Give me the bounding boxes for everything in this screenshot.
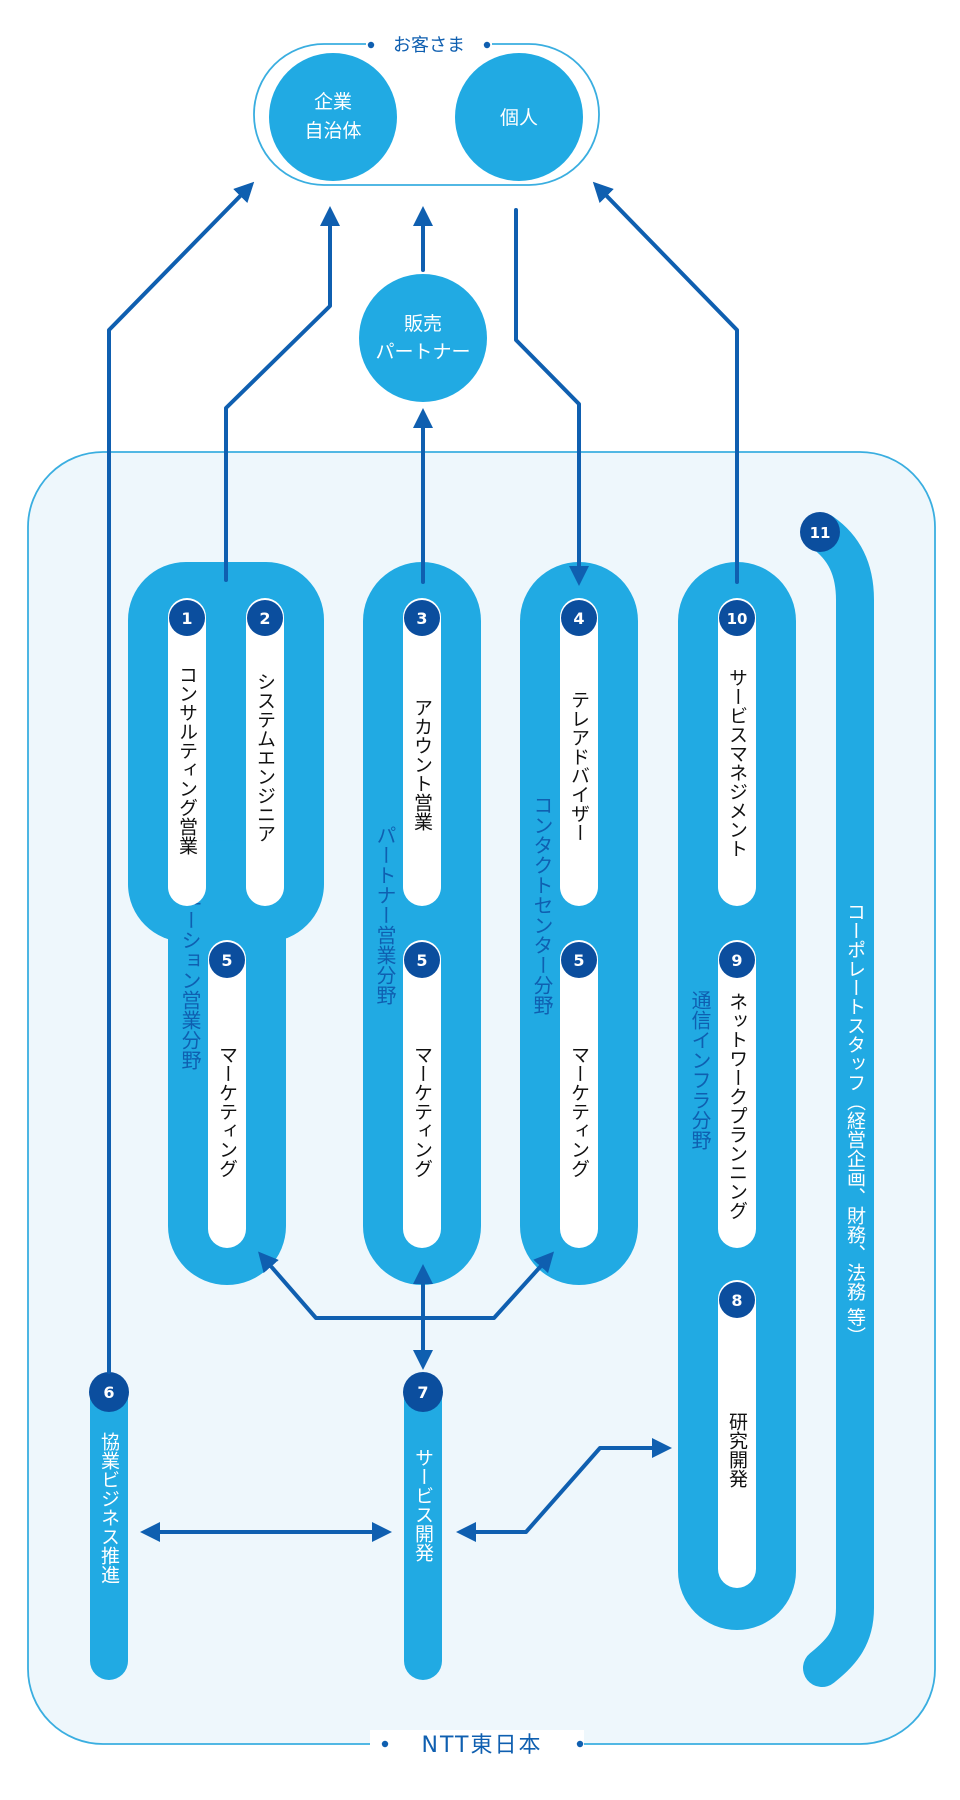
role-7-track: [404, 1375, 442, 1680]
role-3-track: [403, 598, 441, 906]
role-7-badge: [403, 1372, 443, 1412]
role-7-number: 7: [417, 1383, 428, 1402]
role-1-track: [168, 598, 206, 906]
role-8-number: 8: [731, 1291, 742, 1310]
enterprise-label-line1: 企業: [314, 91, 352, 113]
customers-title-bg: [366, 34, 492, 56]
role-2-label: システムエンジニア: [254, 672, 276, 843]
role-6-track: [90, 1375, 128, 1680]
partner-field-pill: [363, 562, 481, 1285]
connectors: [107, 181, 739, 1542]
contact-field-label: コンタクトセンター分野: [530, 795, 554, 1015]
contact-field: コンタクトセンター分野 4 テレアドバイザー 5 マーケティング: [520, 562, 638, 1285]
arrow-1-2-to-enterprise: [224, 206, 340, 582]
role-5c-track: [560, 940, 598, 1248]
customers-title-dot-right: [483, 41, 491, 49]
customers-title: お客さま: [393, 35, 465, 56]
role-2-track: [246, 598, 284, 906]
role-5a-label: マーケティング: [216, 1045, 238, 1178]
arrow-10-to-individual: [592, 181, 739, 584]
role-9-label: ネットワークプランニング: [726, 992, 748, 1220]
role-5b-badge: [404, 942, 440, 978]
solution-field: ソリューション営業分野 1 コンサルティング営業 2 システムエンジニア 5 マ…: [128, 562, 324, 1285]
company-name-dot-left: [381, 1740, 389, 1748]
partner-group: 販売 パートナー: [359, 274, 487, 402]
role-3-label: アカウント営業: [411, 698, 433, 831]
role-6-group: 6 協業ビジネス推進: [89, 1372, 129, 1680]
arrow-individual-to-4: [514, 208, 589, 586]
role-3-badge: [404, 600, 440, 636]
role-8-label: 研究開発: [726, 1412, 748, 1488]
role-2-badge: [247, 600, 283, 636]
infra-field: 通信インフラ分野 10 サービスマネジメント 9 ネットワークプランニング 8 …: [678, 562, 796, 1630]
role-1-badge: [169, 600, 205, 636]
role-11-bar: [803, 513, 874, 1687]
arrow-6-to-enterprise: [107, 181, 255, 1374]
role-8-track: [718, 1280, 756, 1588]
role-5b-label: マーケティング: [411, 1045, 433, 1178]
arrow-7-to-8: [456, 1438, 672, 1542]
role-5c-label: マーケティング: [568, 1045, 590, 1178]
role-9-track: [718, 940, 756, 1248]
role-4-label: テレアドバイザー: [568, 690, 590, 842]
company-name-bg: [370, 1730, 584, 1758]
role-10-badge: [719, 600, 755, 636]
role-4-badge: [561, 600, 597, 636]
role-5c-badge: [561, 942, 597, 978]
enterprise-bubble: [269, 53, 397, 181]
role-8-badge: [719, 1282, 755, 1318]
role-1-label: コンサルティング営業: [176, 665, 198, 855]
role-10-track: [718, 598, 756, 906]
role-4-number: 4: [573, 609, 584, 628]
role-10-number: 10: [727, 610, 748, 628]
role-5c-number: 5: [573, 951, 584, 970]
role-5b-number: 5: [416, 951, 427, 970]
individual-bubble: [455, 53, 583, 181]
role-2-number: 2: [259, 609, 270, 628]
arrow-marketing-links: [258, 1251, 555, 1320]
company-name: NTT東日本: [422, 1733, 543, 1758]
role-3-number: 3: [416, 609, 427, 628]
individual-label: 個人: [500, 107, 538, 129]
role-7-group: 7 サービス開発: [403, 1372, 443, 1680]
corporate-staff: 11 コーポレートスタッフ（経営企画、財務、法務 等）: [800, 512, 874, 1687]
company-name-dot-right: [576, 1740, 584, 1748]
role-4-track: [560, 598, 598, 906]
role-11-badge: [800, 512, 840, 552]
partner-bubble: [359, 274, 487, 402]
partner-label-line2: パートナー: [375, 341, 470, 363]
role-1-number: 1: [181, 609, 192, 628]
role-6-label: 協業ビジネス推進: [98, 1432, 120, 1584]
partner-label-line1: 販売: [404, 313, 442, 335]
partner-field: パートナー営業分野 3 アカウント営業 5 マーケティング: [363, 562, 481, 1285]
role-5a-track: [208, 940, 246, 1248]
customers-title-dot-left: [367, 41, 375, 49]
role-6-badge: [89, 1372, 129, 1412]
role-7-label: サービス開発: [412, 1448, 434, 1562]
contact-field-pill: [520, 562, 638, 1285]
customers-group: お客さま 企業 自治体 個人: [253, 34, 600, 186]
partner-field-label: パートナー営業分野: [373, 825, 397, 1005]
enterprise-label-line2: 自治体: [304, 120, 361, 142]
role-6-number: 6: [103, 1383, 114, 1402]
role-5b-track: [403, 940, 441, 1248]
role-5a-badge: [209, 942, 245, 978]
infra-field-label: 通信インフラ分野: [688, 990, 712, 1150]
role-10-label: サービスマネジメント: [726, 668, 748, 858]
role-5a-number: 5: [221, 951, 232, 970]
role-11-label: コーポレートスタッフ（経営企画、財務、法務 等）: [844, 902, 866, 1345]
role-9-badge: [719, 942, 755, 978]
role-11-number: 11: [810, 524, 831, 542]
role-9-number: 9: [731, 951, 742, 970]
